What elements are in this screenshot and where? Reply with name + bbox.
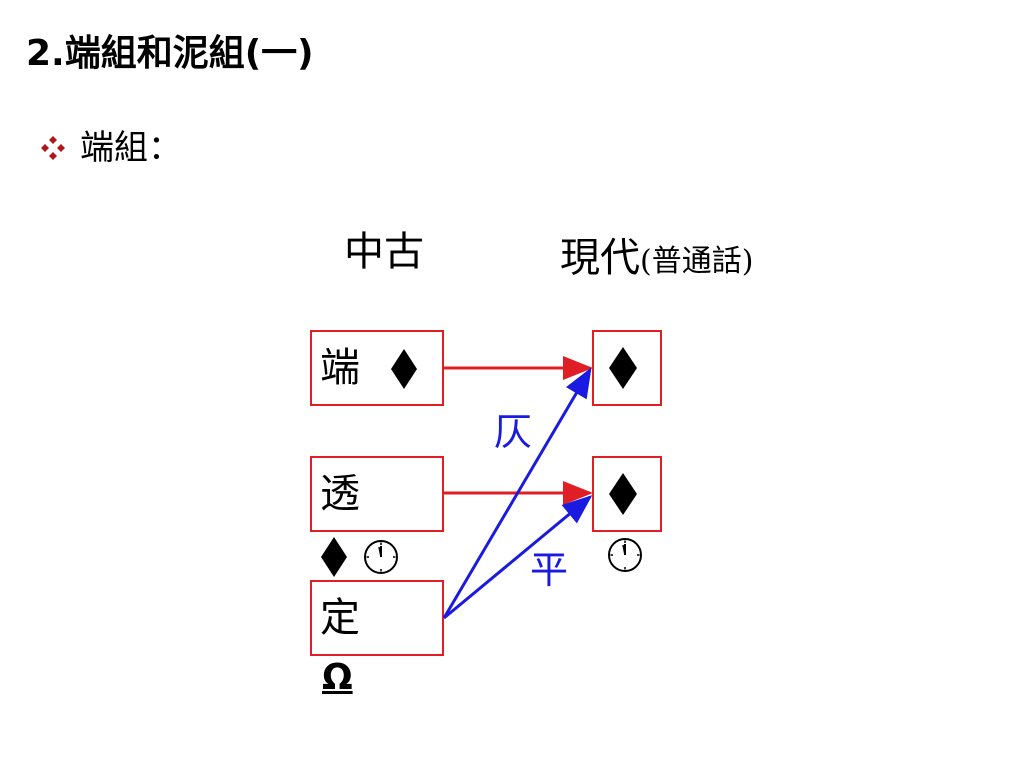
slide-title: 2.端組和泥組(一) xyxy=(26,33,314,74)
header-ancient: 中古 xyxy=(344,229,424,275)
box-duan xyxy=(310,330,444,406)
arrow-ding-to-m2 xyxy=(443,495,593,620)
black-diamond-icon xyxy=(609,473,637,515)
edge-label-ze: 仄 xyxy=(494,410,533,454)
header-modern: 現代(普通話) xyxy=(560,234,753,286)
box-tou xyxy=(310,456,444,532)
label-ding: 定 xyxy=(320,595,360,641)
arrow-ding-to-m1 xyxy=(442,367,592,619)
label-duan: 端 xyxy=(320,345,360,391)
box-ding xyxy=(310,580,444,656)
clock-icon xyxy=(608,538,642,572)
black-diamond-icon xyxy=(321,537,347,577)
edge-label-ping: 平 xyxy=(530,548,569,592)
omega-symbol: Ω xyxy=(322,657,353,698)
label-tou: 透 xyxy=(320,471,360,517)
clock-icon xyxy=(364,540,398,574)
header-modern-main: 現代 xyxy=(560,235,640,281)
black-diamond-icon xyxy=(609,347,637,389)
diamond-cluster-icon xyxy=(41,136,65,160)
black-diamond-icon xyxy=(391,349,417,389)
header-modern-sub: (普通話) xyxy=(640,244,754,279)
bullet-text: 端組： xyxy=(80,128,182,168)
bullet-item: 端組： xyxy=(40,128,182,168)
